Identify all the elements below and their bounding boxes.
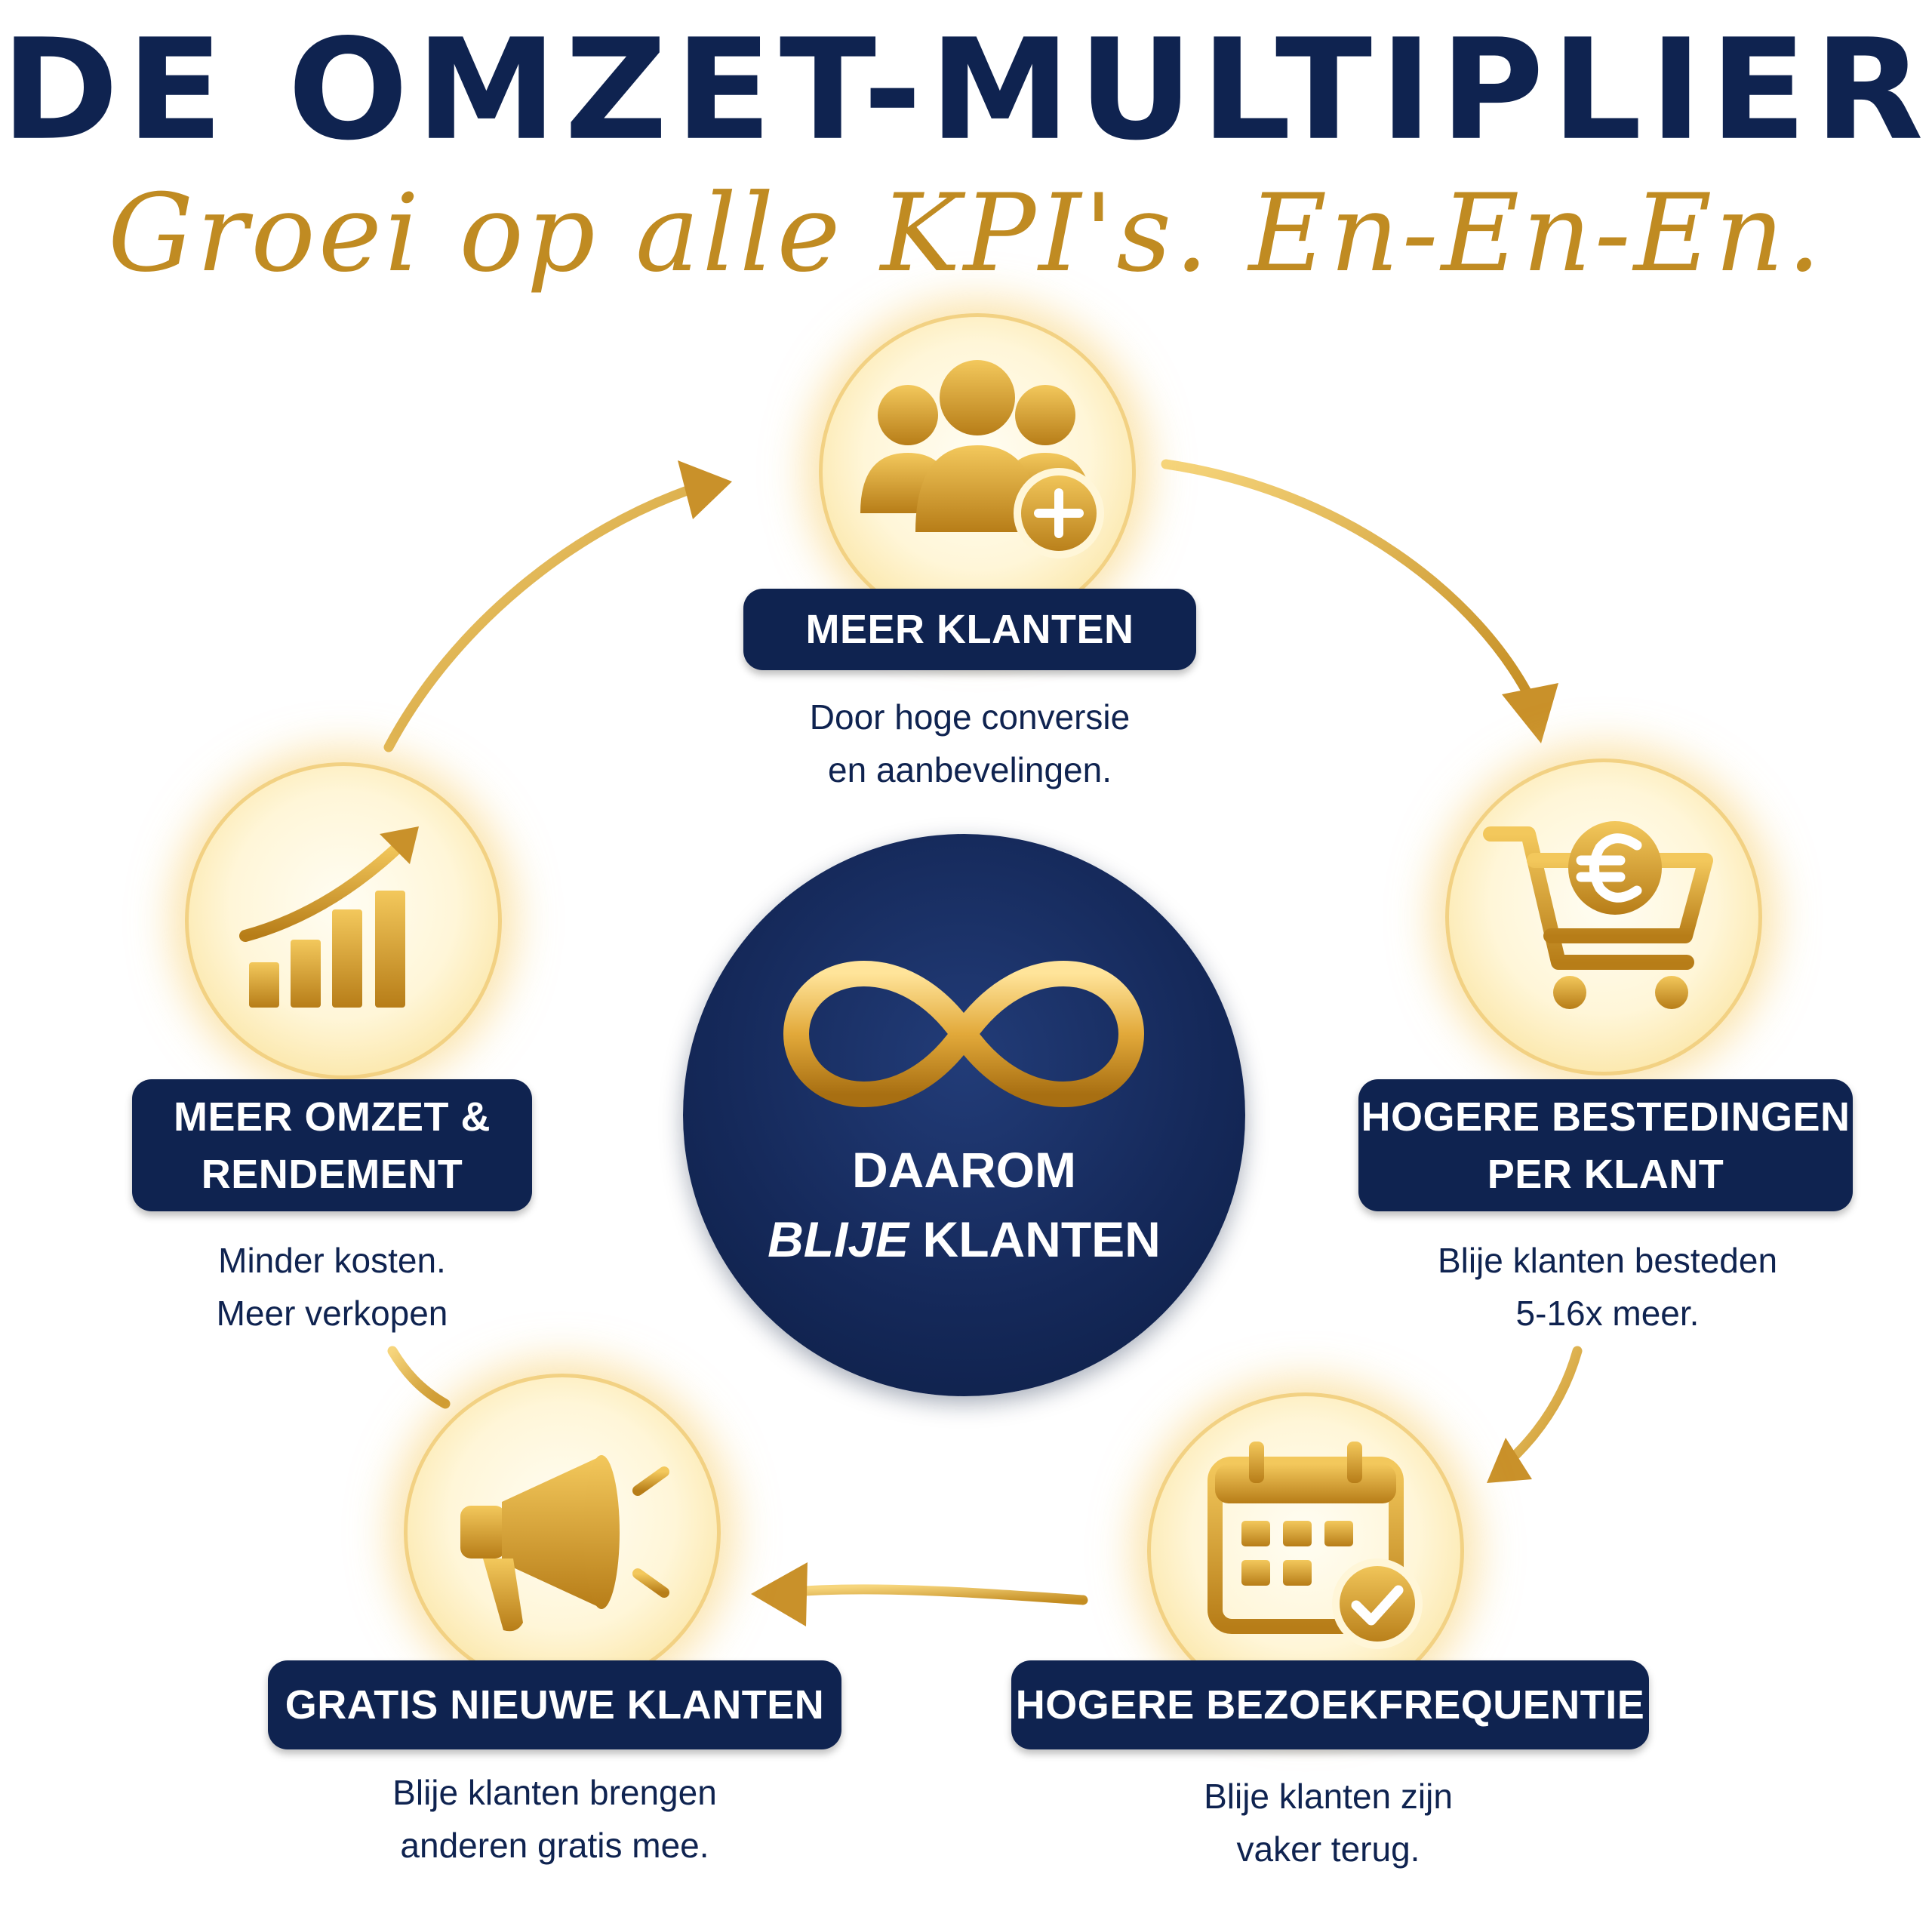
arrow-left-up xyxy=(387,1346,451,1409)
euro-cart-icon xyxy=(1483,821,1713,1009)
infinity-icon xyxy=(783,961,1144,1107)
arrow-top-right xyxy=(1161,459,1537,707)
gratis-nieuwe-klanten-badge xyxy=(404,1374,721,1691)
hogere-bezoekfrequentie-description: Blije klanten zijn vaker terug. xyxy=(1204,1777,1453,1869)
page-title: DE OMZET-MULTIPLIER xyxy=(1,9,1931,171)
hogere-bestedingen-description: Blije klanten besteden 5-16x meer. xyxy=(1437,1241,1778,1333)
gratis-nieuwe-klanten-description: Blije klanten brengen anderen gratis mee… xyxy=(392,1773,717,1865)
hogere-bestedingen-label: HOGERE BESTEDINGEN PER KLANT xyxy=(1358,1079,1853,1211)
center-line-1: DAAROM xyxy=(852,1142,1076,1198)
gratis-nieuwe-klanten-label: GRATIS NIEUWE KLANTEN xyxy=(268,1660,841,1749)
hogere-bestedingen-badge xyxy=(1445,758,1762,1075)
arrowhead-right-down xyxy=(1487,1438,1532,1483)
meer-klanten-badge xyxy=(819,313,1136,630)
people-plus-icon xyxy=(860,360,1104,558)
meer-klanten-label: MEER KLANTEN xyxy=(743,589,1196,670)
arrowhead-top-right xyxy=(1502,683,1558,743)
megaphone-icon xyxy=(460,1455,681,1632)
meer-omzet-badge xyxy=(185,762,502,1079)
hogere-bezoekfrequentie-label: HOGERE BEZOEKFREQUENTIE xyxy=(1011,1660,1649,1749)
meer-omzet-description: Minder kosten. Meer verkopen xyxy=(216,1241,448,1333)
meer-klanten-description: Door hoge conversie en aanbevelingen. xyxy=(809,697,1131,789)
arrowhead-top-left xyxy=(678,460,732,519)
hogere-bezoekfrequentie-badge xyxy=(1147,1392,1464,1709)
center-line-2: BLIJE KLANTEN xyxy=(768,1211,1161,1267)
arrowhead-bottom xyxy=(751,1562,808,1626)
page-subtitle: Groei op alle KPI's. En-En-En. xyxy=(108,171,1824,296)
growth-chart-icon xyxy=(239,826,419,1008)
calendar-check-icon xyxy=(1208,1442,1423,1649)
center-circle: DAAROM BLIJE KLANTEN xyxy=(683,834,1245,1396)
meer-omzet-label: MEER OMZET & RENDEMENT xyxy=(132,1079,532,1211)
arrow-bottom xyxy=(780,1584,1088,1605)
arrow-top-left xyxy=(383,482,703,752)
